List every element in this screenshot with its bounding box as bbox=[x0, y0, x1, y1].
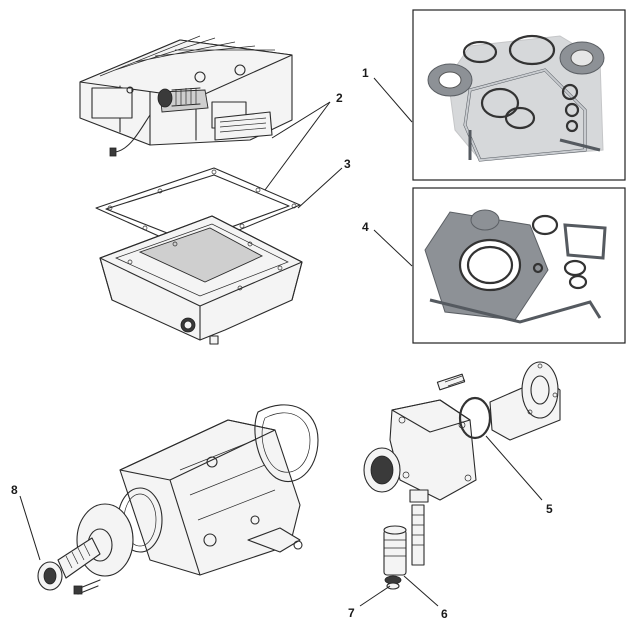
oil-pan bbox=[99, 215, 303, 345]
transmission-case-assembly bbox=[37, 404, 319, 595]
callout-1: 1 bbox=[362, 66, 369, 80]
callout-4: 4 bbox=[362, 220, 369, 234]
callout-8: 8 bbox=[11, 483, 18, 497]
callout-labels: 1 2 3 4 5 6 7 8 bbox=[11, 66, 553, 621]
callout-6: 6 bbox=[441, 607, 448, 621]
callout-5: 5 bbox=[546, 502, 553, 516]
leader-lines bbox=[19, 77, 543, 607]
solenoid-coil bbox=[157, 87, 201, 108]
callout-2: 2 bbox=[336, 91, 343, 105]
extension-housing-assembly bbox=[363, 361, 561, 503]
valve-body-assembly bbox=[79, 35, 293, 157]
callout-3: 3 bbox=[344, 157, 351, 171]
speedometer-drive bbox=[383, 504, 425, 590]
gasket-kit-photo-4 bbox=[412, 187, 626, 344]
callout-7: 7 bbox=[348, 606, 355, 620]
gasket-kit-photo-1 bbox=[412, 9, 626, 181]
